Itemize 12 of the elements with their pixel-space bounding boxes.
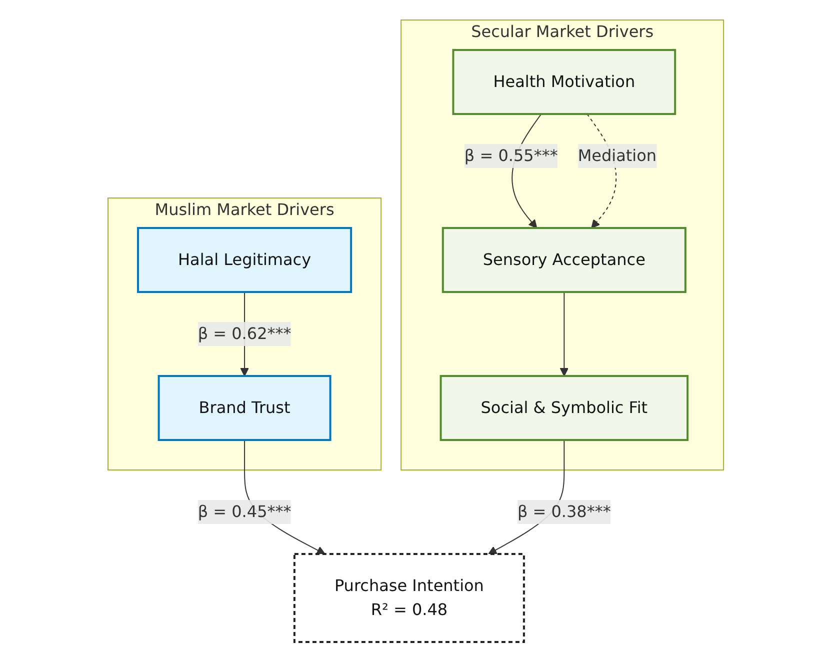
node-box: Social & Symbolic Fit	[440, 375, 689, 441]
edge-label: β = 0.62***	[198, 324, 292, 343]
node-box: Purchase Intention R² = 0.48	[294, 553, 526, 643]
edge-label: Mediation	[578, 146, 657, 165]
node-box: Sensory Acceptance	[442, 227, 687, 293]
edge-label: β = 0.38***	[518, 502, 612, 521]
edge-label: β = 0.55***	[464, 146, 558, 165]
node-box: Brand Trust	[158, 375, 332, 441]
node-box: Health Motivation	[452, 49, 676, 115]
edge-label: β = 0.45***	[198, 502, 292, 521]
arrow	[560, 292, 569, 376]
node-box: Halal Legitimacy	[137, 227, 352, 293]
